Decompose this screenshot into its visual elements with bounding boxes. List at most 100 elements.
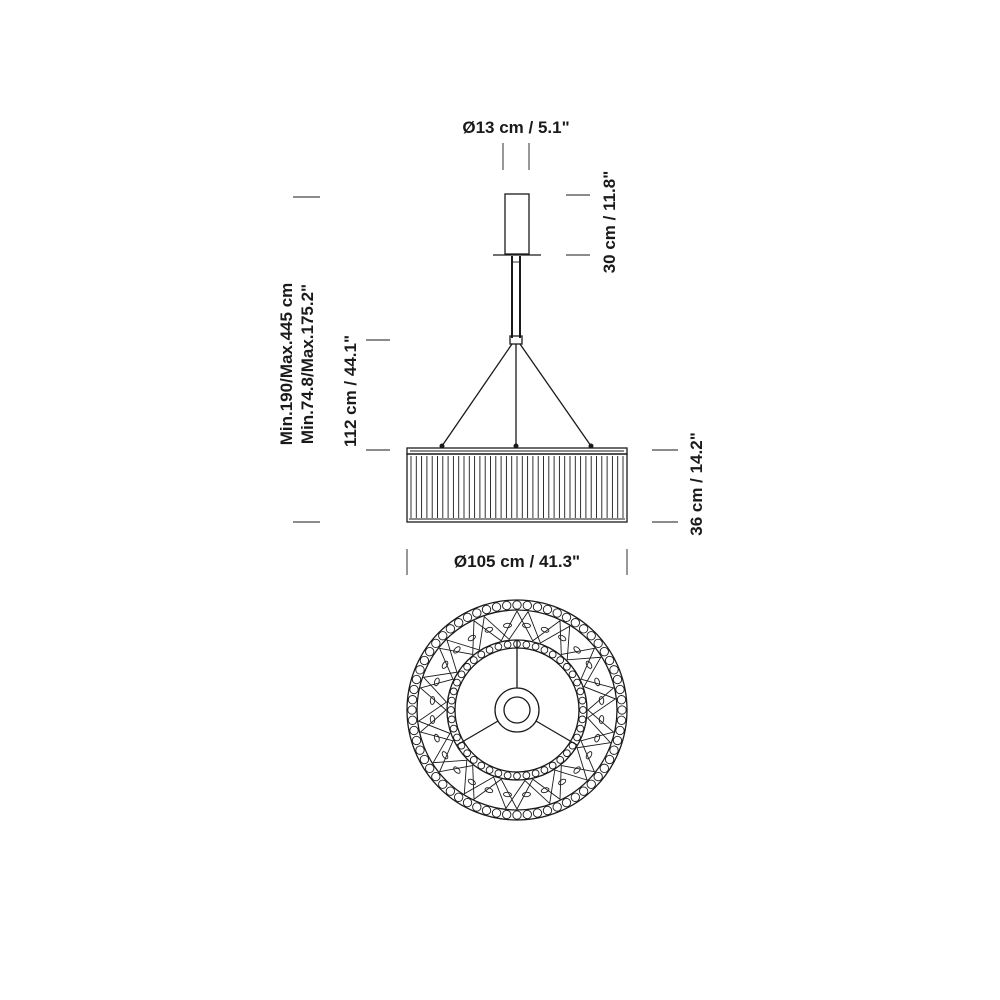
crystal-bead [532, 602, 543, 612]
crystal-bead [570, 618, 580, 628]
crystal-drop [503, 791, 512, 798]
crystal-zigzag-pattern [417, 610, 617, 810]
crystal-drop [503, 622, 512, 629]
total-height-in-label: Min.74.8/Max.175.2" [298, 284, 317, 444]
canopy-diameter-label: Ø13 cm / 5.1" [462, 118, 569, 137]
crystal-drop [484, 787, 494, 794]
crystal-bead [491, 602, 502, 612]
side-elevation-view: Ø13 cm / 5.1" Ø105 cm / 41.3" 30 cm / 11… [277, 118, 706, 575]
crystal-bead [593, 771, 603, 782]
crystal-bead [431, 638, 441, 649]
crystal-bead [578, 696, 587, 705]
crystal-bead [604, 655, 615, 666]
crystal-bead [609, 745, 619, 755]
drum-shade [406, 447, 628, 523]
crystal-bead [617, 705, 627, 715]
crystal-bead [477, 650, 486, 659]
crystal-bead [453, 678, 461, 687]
crystal-bead [576, 687, 585, 696]
crystal-bead [481, 604, 492, 615]
crystal-bead [447, 706, 455, 714]
crystal-bead [548, 761, 557, 770]
crystal-bead [573, 733, 581, 742]
crystal-bead [561, 797, 572, 808]
crystal-drop [573, 766, 581, 774]
crystal-drop [441, 660, 449, 669]
crystal-bead [415, 745, 425, 755]
crystal-bead [503, 640, 512, 649]
crystal-bead [612, 735, 623, 746]
crystal-drop [540, 626, 550, 633]
crystal-bead [563, 749, 571, 758]
crystal-drop [598, 715, 605, 724]
crystal-bead [573, 678, 581, 687]
crystal-bead [542, 805, 553, 816]
crystal-drop [441, 751, 449, 760]
crystal-bead [512, 600, 522, 610]
crystal-bead [615, 684, 625, 695]
crystal-bead [556, 656, 565, 664]
crystal-bead [447, 715, 456, 724]
crystal-drop [540, 787, 550, 794]
crystal-bead [491, 808, 502, 818]
shade-diameter-ticks [406, 549, 628, 575]
crystal-drop [522, 791, 531, 798]
crystal-drop [585, 660, 593, 669]
crystal-bead [472, 802, 482, 812]
crystal-bead [494, 769, 503, 778]
crystal-bead [469, 656, 478, 664]
crystal-bead [531, 642, 540, 651]
crystal-bead [615, 725, 625, 736]
crystal-bead [576, 724, 585, 733]
stem-rod [509, 256, 523, 345]
shade-height-label: 36 cm / 14.2" [687, 432, 706, 536]
canopy [493, 193, 541, 256]
crystal-bead [612, 674, 623, 685]
outer-crystal-ring [406, 599, 628, 821]
total-height-cm-label: Min.190/Max.445 cm [277, 283, 296, 446]
crystal-drop [585, 751, 593, 760]
crystal-bead [454, 792, 464, 802]
crystal-drop [558, 778, 567, 786]
crystal-bead [604, 754, 615, 765]
crystal-bead [453, 733, 461, 742]
crystal-drop [467, 778, 476, 786]
crystal-bead [568, 670, 577, 679]
suspension-cables [439, 343, 594, 449]
outer-crystal-beads [407, 600, 627, 820]
crystal-bead [409, 725, 419, 736]
crystal-drop [453, 646, 461, 654]
right-dimension-ticks [566, 194, 678, 523]
crystal-bead [454, 618, 464, 628]
crystal-bead [419, 754, 430, 765]
crystal-bead [449, 724, 458, 733]
canopy-diameter-ticks [502, 143, 530, 170]
zigzag-line [419, 610, 615, 810]
crystal-bead [445, 786, 456, 796]
crystal-bead [561, 612, 572, 623]
crystal-bead [570, 792, 580, 802]
crystal-bead [563, 662, 571, 671]
crystal-bead [449, 687, 458, 696]
crystal-bead [556, 756, 565, 764]
crystal-bead [578, 624, 589, 634]
shade-diameter-label: Ø105 cm / 41.3" [454, 552, 580, 571]
plan-cables [456, 640, 578, 746]
crystal-drop [598, 696, 605, 705]
crystal-bead [522, 640, 531, 649]
crystal-bead [409, 684, 419, 695]
crystal-drop [594, 677, 601, 687]
crystal-bead [415, 665, 425, 675]
crystal-bead [463, 749, 471, 758]
crystal-drop [433, 733, 440, 743]
crystal-bead [540, 766, 549, 774]
crystal-drop [429, 715, 436, 724]
crystal-bead [586, 779, 596, 789]
crystal-drop [453, 766, 461, 774]
crystal-bead [552, 802, 562, 812]
crystal-bead [532, 808, 543, 818]
crystal-bead [502, 600, 512, 611]
crystal-bead [593, 638, 603, 649]
crystal-bead [419, 655, 430, 666]
